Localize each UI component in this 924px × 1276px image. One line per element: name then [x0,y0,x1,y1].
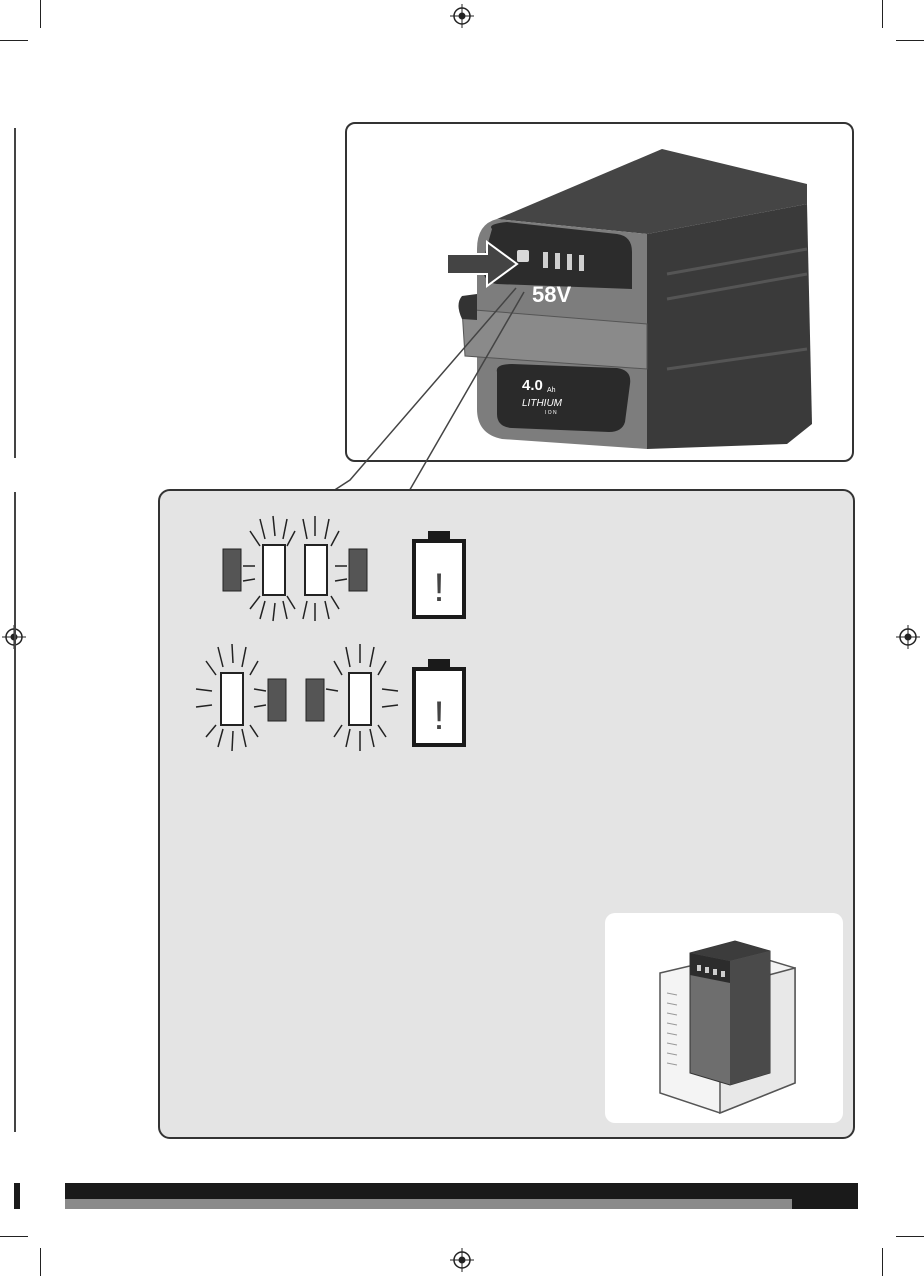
battery-button-icon [517,250,529,262]
crop-mark-top-left-v [40,0,41,28]
crop-mark-top-left-h [0,40,28,41]
registration-mark-icon [896,625,920,649]
footer-bar [65,1183,858,1199]
footer-bar-end [792,1199,858,1209]
warning-symbol: ! [433,694,444,738]
crop-mark-bottom-left-v [40,1248,41,1276]
battery-warning-icon: ! [412,659,468,749]
registration-mark-icon [450,4,474,28]
charger-illustration [605,913,843,1123]
margin-rule [14,128,16,458]
footer-bar-grey [65,1199,792,1209]
led-flash-icon [215,511,375,626]
led-flash-icon [188,639,403,754]
callout-pointer [330,280,550,495]
page-marker [14,1183,20,1209]
crop-mark-top-right-v [882,0,883,28]
crop-mark-bottom-right-h [896,1236,924,1237]
crop-mark-bottom-left-h [0,1236,28,1237]
registration-mark-icon [450,1248,474,1272]
crop-mark-top-right-h [896,40,924,41]
crop-mark-bottom-right-v [882,1248,883,1276]
margin-rule [14,492,16,1132]
charger-illustration-panel [605,913,843,1123]
warning-symbol: ! [433,566,444,610]
battery-warning-icon: ! [412,531,468,621]
